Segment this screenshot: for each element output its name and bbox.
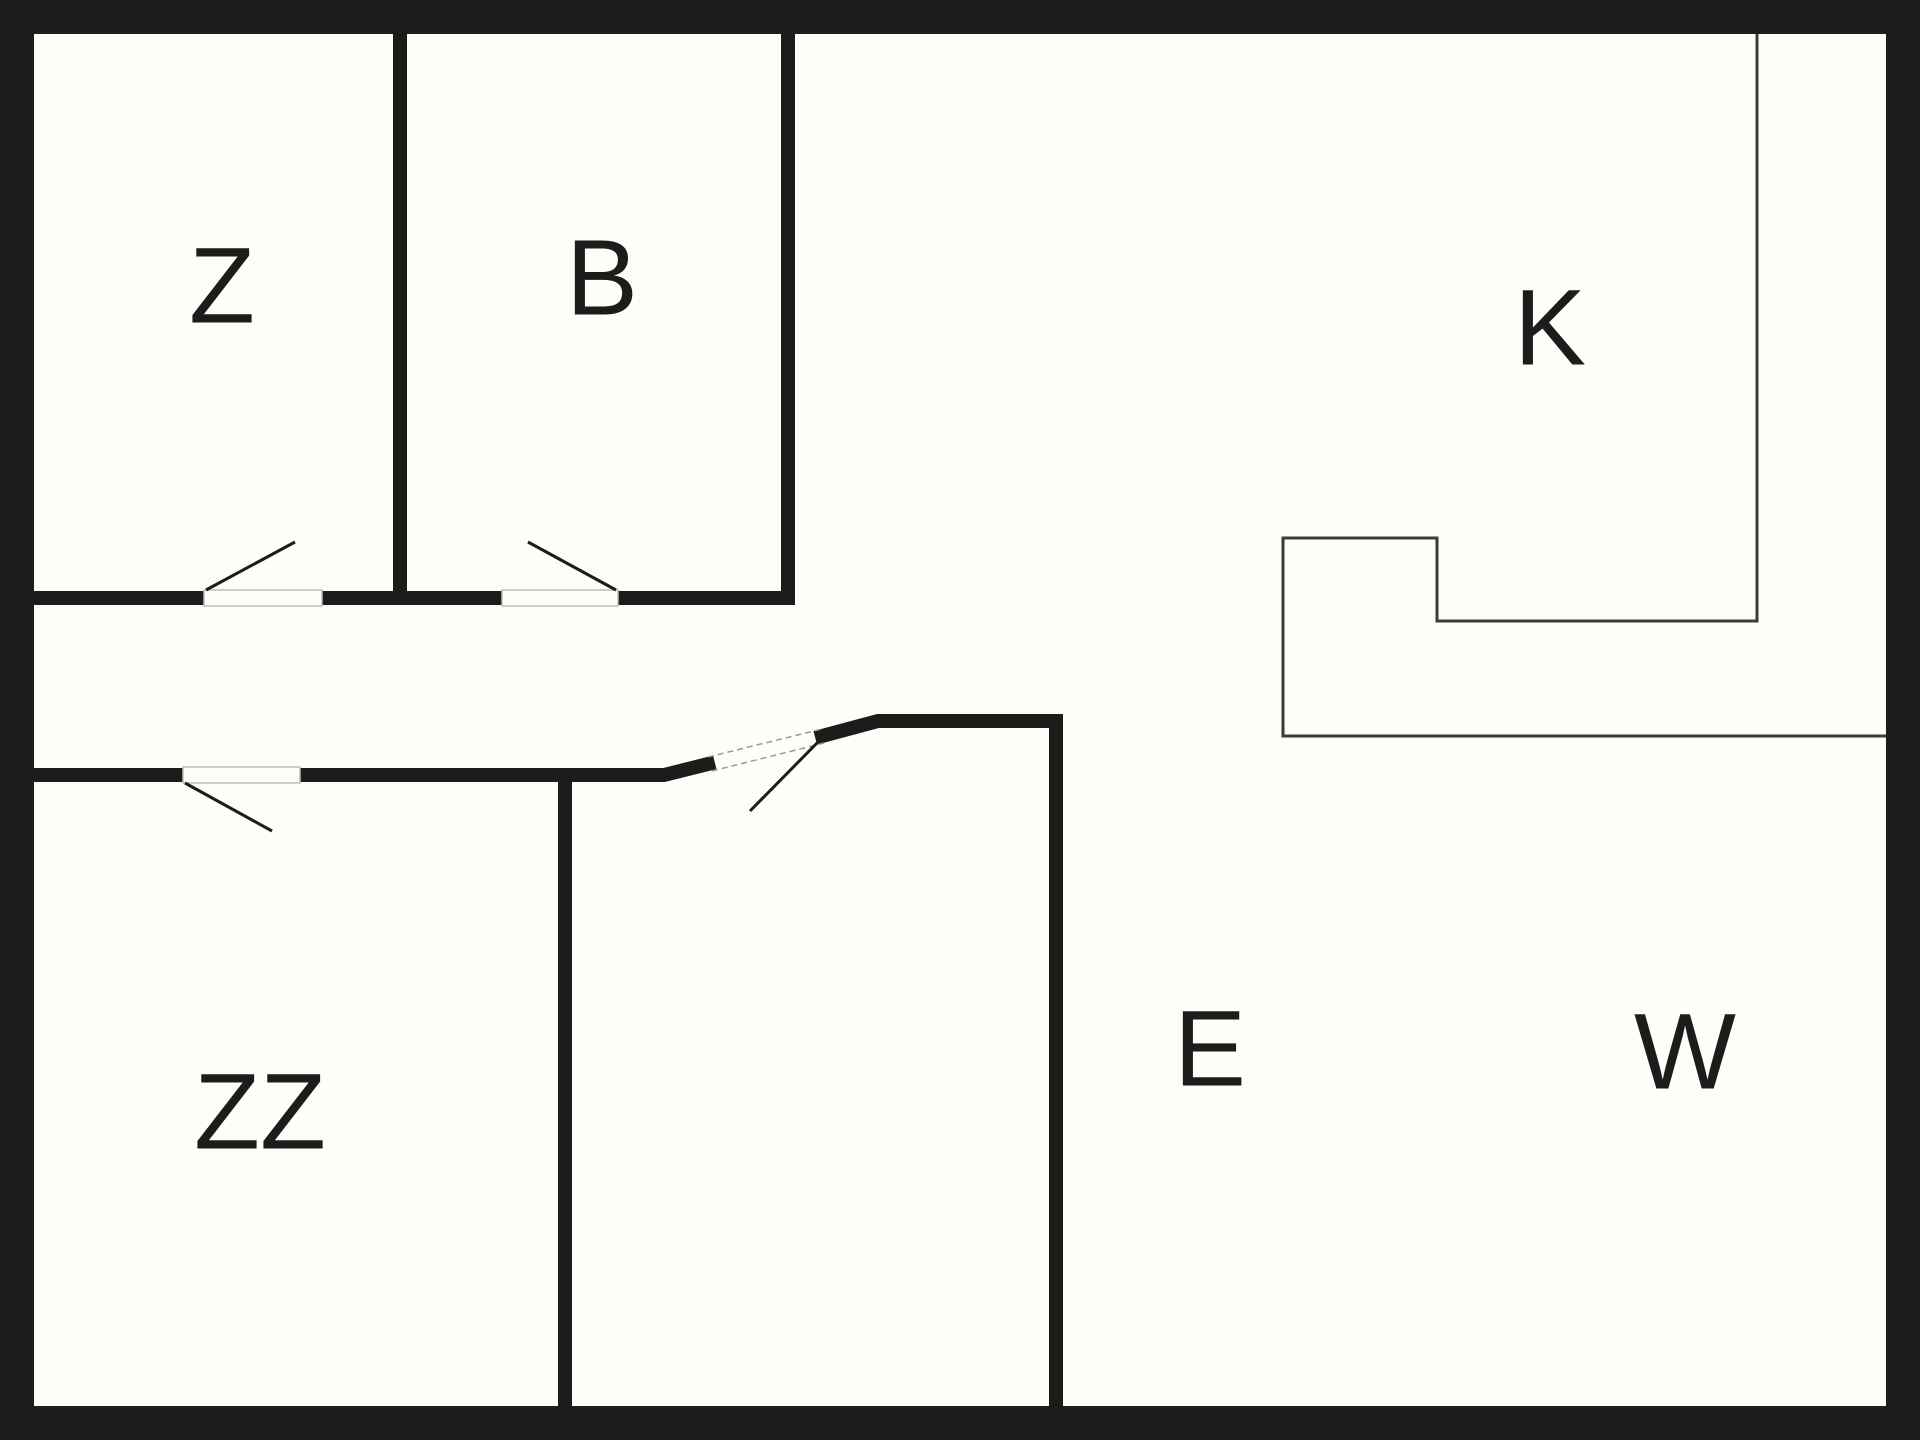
room-label-z: Z (189, 225, 255, 346)
door-b-gap (501, 589, 619, 607)
door-b-leaf (527, 540, 617, 592)
room-label-k: K (1514, 267, 1586, 388)
room-label-w: W (1634, 991, 1736, 1112)
door-zz-leaf (184, 781, 273, 833)
kitchen-counter-outline (1281, 34, 1886, 738)
room-label-zz: ZZ (194, 1051, 326, 1172)
door-middle-leaf (748, 738, 822, 813)
wall-lower-corridor-seg3 (813, 714, 1063, 1430)
wall-lower-corridor-seg2 (293, 755, 717, 782)
door-zz-gap (182, 766, 301, 784)
room-label-b: B (566, 217, 638, 338)
door-z-gap (203, 589, 323, 607)
door-z-leaf (205, 540, 296, 592)
room-label-e: E (1174, 988, 1246, 1109)
